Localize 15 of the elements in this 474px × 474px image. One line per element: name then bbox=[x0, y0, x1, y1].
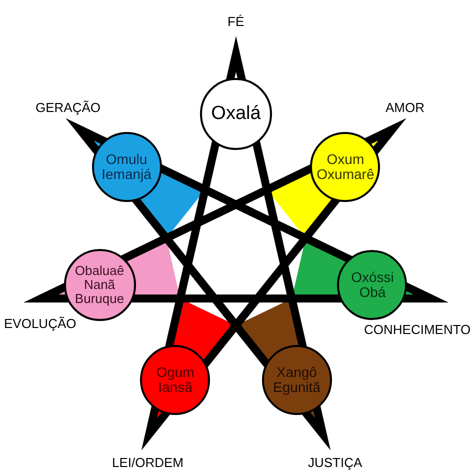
point-label: AMOR bbox=[386, 101, 424, 116]
node-text: Oxum Oxumarê bbox=[316, 152, 374, 182]
point-label: JUSTIÇA bbox=[308, 456, 362, 470]
point-label: GERAÇÃO bbox=[36, 101, 101, 116]
node-text: Oxóssi Obá bbox=[351, 270, 394, 300]
star-line bbox=[119, 164, 312, 262]
node-text: Omulu Iemanjá bbox=[102, 152, 152, 182]
point-label: LEI/ORDEM bbox=[112, 456, 184, 470]
point-label: FÉ bbox=[228, 15, 244, 30]
point-label: EVOLUÇÃO bbox=[4, 317, 76, 332]
node-text: Obaluaê Nanã Buruque bbox=[74, 264, 124, 306]
node-text: Xangô Egunitã bbox=[272, 365, 320, 396]
node-text: Ogum Iansã bbox=[156, 365, 194, 396]
node-text: Oxalá bbox=[211, 104, 261, 124]
point-label: CONHECIMENTO bbox=[364, 323, 471, 338]
